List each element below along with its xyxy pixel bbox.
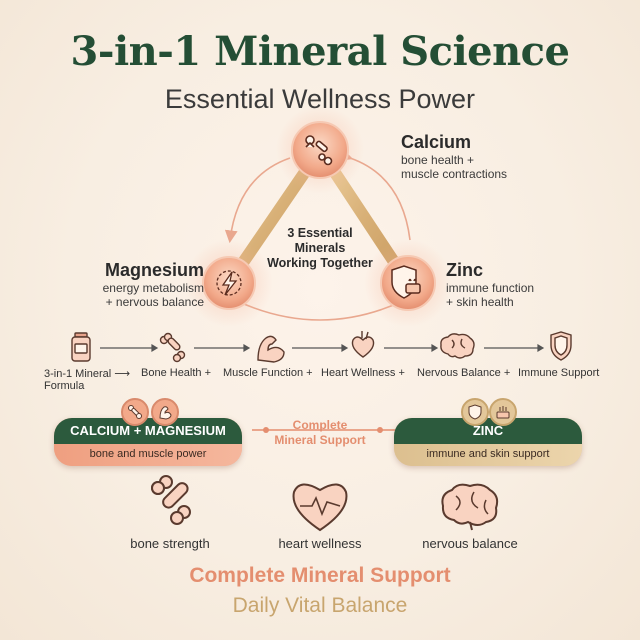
benefit-nervous-balance: nervous balance [422,536,518,551]
muscle-badge-icon [151,398,179,426]
magnesium-node [202,256,256,310]
calcium-magnesium-title: CALCIUM + MAGNESIUM [54,418,242,444]
lightning-icon [216,270,242,296]
muscle-arm-icon [257,335,285,363]
flow-label-formula: 3-in-1 Mineral ⟶ [44,368,131,380]
flow-icons [71,331,572,363]
flow-label-heart-wellness: Heart Wellness + [321,367,405,379]
bone-strength-icon [151,475,191,525]
magnesium-label: Magnesium energy metabolism + nervous ba… [102,260,204,309]
bone-joint-icon [305,135,333,166]
footer-subtagline: Daily Vital Balance [232,594,408,617]
calcium-node [291,121,349,179]
flow-label-nervous-balance: Nervous Balance + [417,367,511,379]
nervous-balance-brain-icon [441,483,499,531]
flow-label-formula-line2: Formula [44,380,85,392]
calcium-magnesium-pill: CALCIUM + MAGNESIUM bone and muscle powe… [54,418,242,466]
flow-label-immune-support: Immune Support [518,367,600,379]
flow-arrows [100,343,545,353]
page-title: 3-in-1 Mineral Science [70,28,570,75]
heartbeat-icon [292,483,348,532]
heart-icon [351,331,375,358]
bottle-icon [71,332,91,362]
skin-badge-icon [489,398,517,426]
zinc-pill-subtitle: immune and skin support [394,444,582,466]
flow-label-bone-health: Bone Health + [141,367,212,379]
brain-icon [440,333,475,359]
calcium-magnesium-subtitle: bone and muscle power [54,444,242,466]
calcium-label: Calcium bone health + muscle contraction… [401,132,508,181]
flow-label-muscle-function: Muscle Function + [223,367,313,379]
shield-icon [550,331,572,361]
zinc-pill-title: ZINC [394,418,582,444]
bone-icon [159,332,186,363]
bone-badge-icon [121,398,149,426]
footer-tagline: Complete Mineral Support [189,564,451,587]
triangle-center-text: 3 Essential Minerals Working Together [267,226,373,270]
benefit-heart-wellness: heart wellness [278,536,362,551]
benefit-bone-strength: bone strength [130,536,210,551]
shield-badge-icon [461,398,489,426]
zinc-pill: ZINC immune and skin support [394,418,582,466]
zinc-node [380,255,436,311]
shield-skin-icon [391,265,421,299]
complete-support-connector-text: Complete Mineral Support [274,418,366,447]
benefit-icons [151,475,499,532]
zinc-label: Zinc immune function + skin health [446,260,535,309]
